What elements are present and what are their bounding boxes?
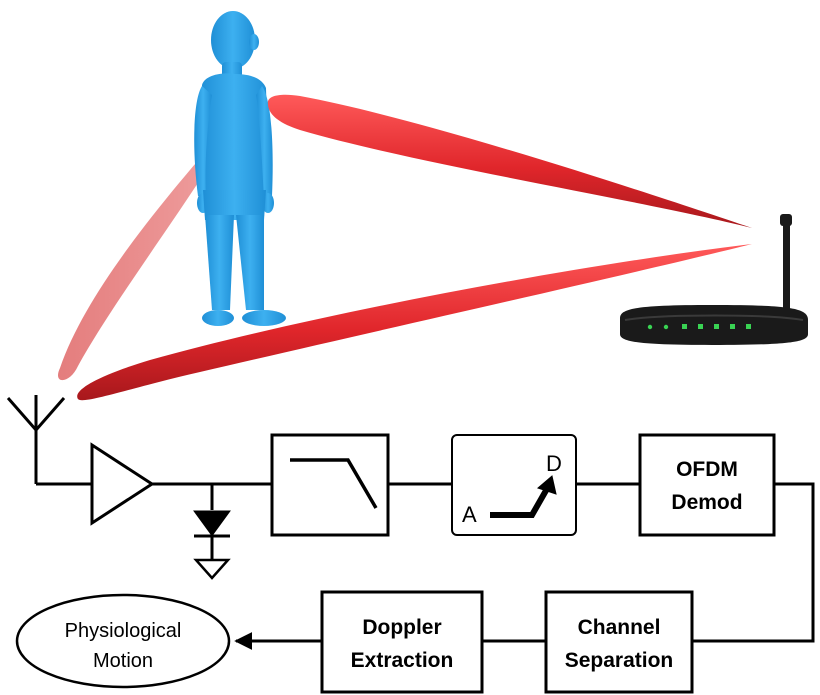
- person-icon: [194, 11, 286, 326]
- beam-router-to-person: [267, 94, 752, 229]
- ground-icon: [193, 558, 231, 580]
- wire-ofdm-to-channel: [692, 482, 815, 643]
- output-label-line1: Physiological: [65, 620, 182, 642]
- lowpass-filter-block: [270, 433, 390, 537]
- beam-router-to-receiver: [77, 244, 752, 401]
- output-label-line2: Motion: [93, 650, 153, 672]
- diode-icon: [193, 510, 231, 538]
- channel-separation-block: [544, 590, 694, 694]
- doppler-extraction-block: [320, 590, 484, 694]
- doppler-extraction-label-line2: Extraction: [351, 649, 454, 672]
- physiological-motion-output: [15, 593, 231, 689]
- channel-separation-label-line2: Separation: [565, 649, 674, 672]
- lowpass-filter-icon: [290, 458, 378, 509]
- router-icon: [620, 214, 808, 345]
- reflected-beam-weak: [57, 112, 240, 381]
- ofdm-demod-label-line2: Demod: [671, 491, 742, 514]
- antenna-icon: [6, 395, 66, 484]
- adc-input-label: A: [462, 502, 477, 527]
- ofdm-demod-label-line1: OFDM: [676, 458, 738, 481]
- amplifier-icon: [90, 442, 155, 526]
- channel-separation-label-line1: Channel: [578, 616, 661, 639]
- ofdm-demod-block: [638, 433, 776, 537]
- doppler-extraction-label-line1: Doppler: [362, 616, 441, 639]
- adc-output-label: D: [546, 451, 562, 476]
